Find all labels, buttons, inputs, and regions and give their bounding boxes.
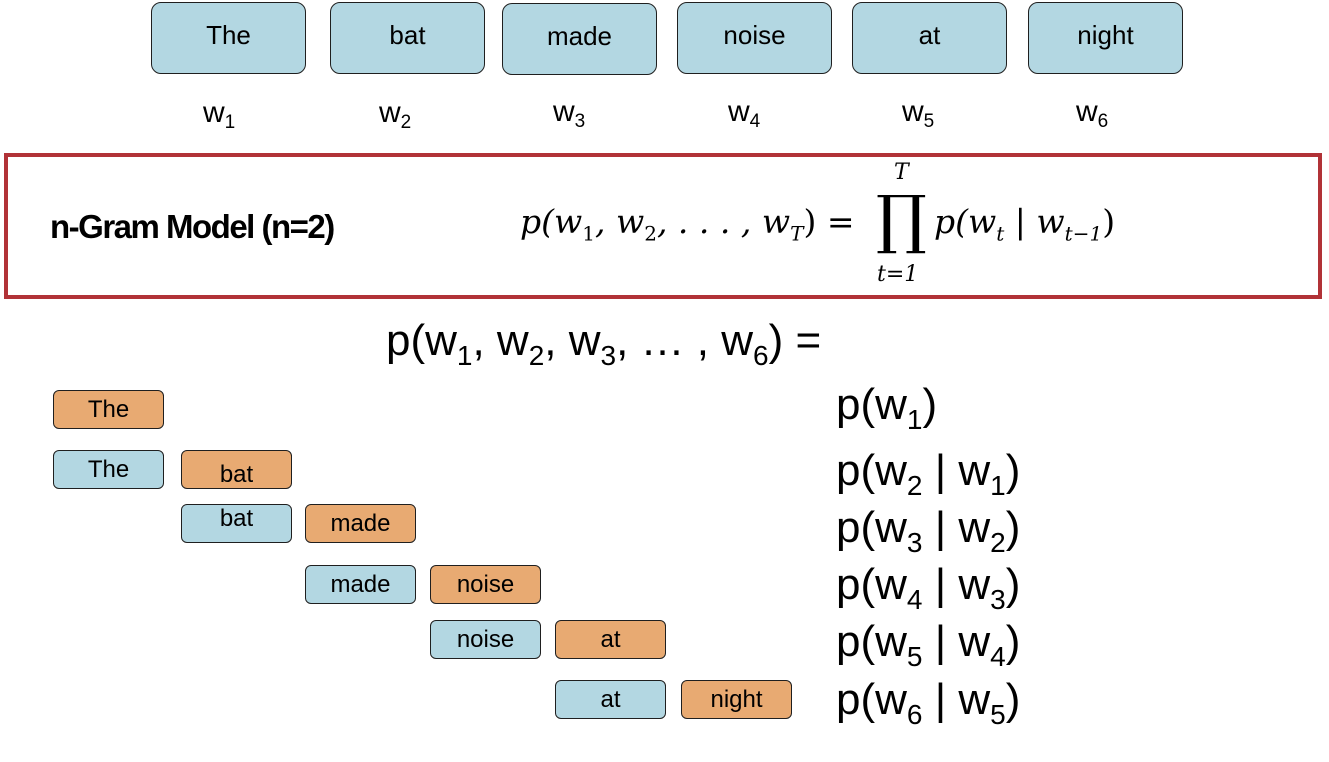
word-box-night: night — [1028, 2, 1183, 74]
probability-term: p(w2 | w1) — [836, 446, 1021, 501]
probability-term: p(w3 | w2) — [836, 503, 1021, 558]
word-index-label: w2 — [379, 96, 412, 133]
target-word-box: at — [555, 620, 666, 659]
product-upper-limit: T — [894, 160, 909, 185]
word-index-label: w1 — [203, 96, 236, 133]
product-lower-limit: t=1 — [877, 262, 919, 287]
word-box-at: at — [852, 2, 1007, 74]
context-word-box: bat — [181, 504, 292, 543]
word-box-the: The — [151, 2, 306, 74]
target-word-box: made — [305, 504, 416, 543]
word-index-label: w3 — [553, 95, 586, 132]
word-text: The — [206, 19, 251, 50]
word-text: noise — [723, 19, 786, 50]
probability-term: p(w5 | w4) — [836, 617, 1021, 672]
formula-rhs: p(wt | wt−1) — [934, 202, 1116, 246]
product-symbol: ∏ — [876, 183, 927, 257]
word-index-label: w5 — [902, 95, 935, 132]
expansion-lhs: p(w1, w2, w3, … , w6) = — [386, 316, 822, 371]
context-word-box: made — [305, 565, 416, 604]
word-text: made — [546, 20, 613, 51]
model-title: n-Gram Model (n=2) — [50, 208, 335, 245]
word-text: at — [918, 19, 941, 50]
target-word-box: The — [53, 390, 164, 429]
target-word-box: night — [681, 680, 792, 719]
probability-term: p(w1) — [836, 380, 938, 435]
word-box-made: made — [502, 3, 657, 75]
target-word-box: noise — [430, 565, 541, 604]
probability-term: p(w4 | w3) — [836, 560, 1021, 615]
target-word-box: bat — [181, 450, 292, 489]
context-word-box: The — [53, 450, 164, 489]
word-box-noise: noise — [677, 2, 832, 74]
context-word-box: at — [555, 680, 666, 719]
word-text: bat — [389, 19, 426, 50]
context-word-box: noise — [430, 620, 541, 659]
word-box-bat: bat — [330, 2, 485, 74]
ngram-formula: p(w1, w2, . . . , wT) = T ∏ t=1 p(wt | w… — [520, 160, 1160, 290]
word-index-label: w6 — [1076, 95, 1109, 132]
word-text: night — [1077, 19, 1134, 50]
model-frame — [4, 153, 1322, 299]
word-index-label: w4 — [728, 95, 761, 132]
formula-lhs: p(w1, w2, . . . , wT) = — [520, 202, 855, 246]
probability-term: p(w6 | w5) — [836, 675, 1021, 730]
